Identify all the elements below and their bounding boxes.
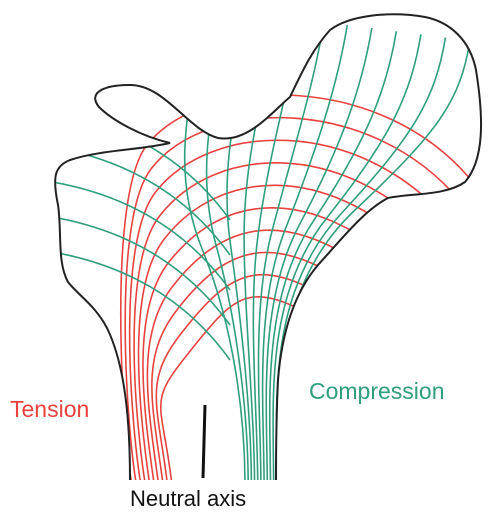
compression-line bbox=[40, 110, 230, 220]
tension-line bbox=[134, 163, 430, 485]
neutral-axis-label: Neutral axis bbox=[130, 488, 246, 510]
neutral-axis-line bbox=[203, 405, 205, 478]
tension-line bbox=[121, 95, 475, 485]
compression-label: Compression bbox=[309, 380, 445, 403]
compression-line bbox=[40, 180, 230, 290]
compression-line bbox=[185, 44, 245, 485]
tension-label: Tension bbox=[10, 398, 89, 421]
compression-trajectory-lines bbox=[40, 25, 470, 485]
compression-line bbox=[273, 34, 421, 485]
compression-line bbox=[266, 28, 372, 485]
tension-line bbox=[143, 208, 400, 485]
compression-line bbox=[263, 25, 348, 485]
compression-line bbox=[276, 38, 445, 485]
tension-line bbox=[130, 140, 445, 485]
tension-trajectory-lines bbox=[121, 95, 475, 485]
